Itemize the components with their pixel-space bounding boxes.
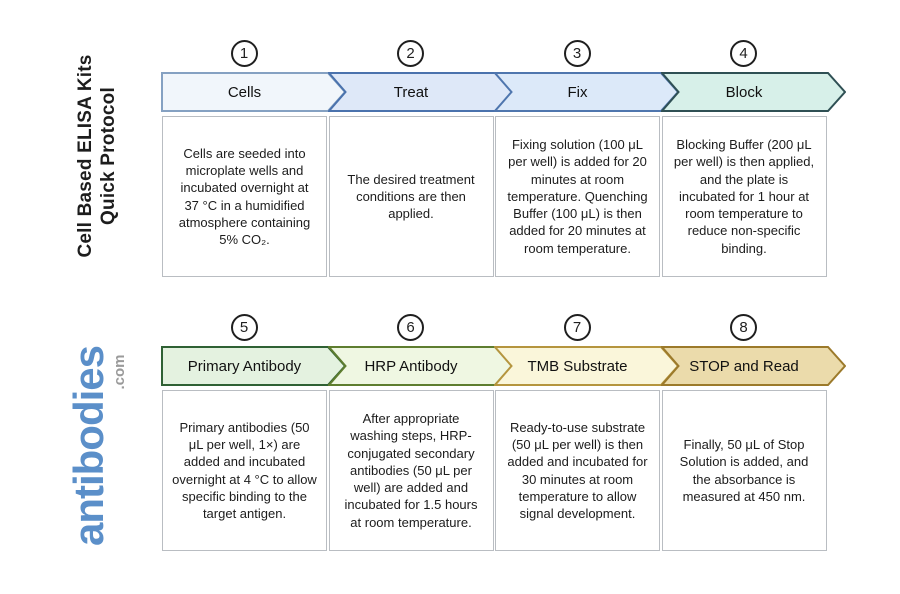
step-description: Fixing solution (100 μL per well) is add…	[507, 137, 648, 256]
step-number: 2	[406, 45, 415, 62]
step-column-5: 5 Primary Antibody Primary antibodies (5…	[161, 314, 346, 552]
step-description-box: Primary antibodies (50 μL per well, 1×) …	[162, 390, 327, 551]
step-number-badge: 2	[397, 40, 424, 67]
step-column-1: 1 Cells Cells are seeded into microplate…	[161, 40, 346, 278]
step-description-box: Finally, 50 μL of Stop Solution is added…	[661, 390, 827, 551]
step-number-badge: 3	[563, 40, 591, 67]
step-column-2: 2 Treat The desired treatment conditions…	[327, 40, 513, 278]
step-column-3: 3 Fix Fixing solution (100 μL per well) …	[494, 40, 679, 278]
step-number-badge: 5	[230, 314, 258, 341]
step-title: Fix	[567, 83, 588, 101]
step-description: Primary antibodies (50 μL per well, 1×) …	[172, 419, 317, 522]
step-number: 1	[239, 45, 249, 62]
step-number-badge: 4	[730, 40, 757, 67]
step-title: Block	[725, 83, 763, 101]
brand-logo-suffix: .com	[111, 354, 128, 390]
step-number-badge: 1	[230, 40, 258, 67]
page-title-line2: Quick Protocol	[98, 87, 119, 225]
step-number: 5	[239, 319, 249, 336]
step-column-4: 4 Block Blocking Buffer (200 μL per well…	[660, 40, 846, 278]
step-number-badge: 8	[730, 314, 757, 341]
step-description-box: Blocking Buffer (200 μL per well) is the…	[661, 116, 827, 277]
step-title: STOP and Read	[689, 357, 799, 375]
step-title: HRP Antibody	[364, 357, 458, 375]
step-description: After appropriate washing steps, HRP-con…	[344, 411, 478, 530]
step-number: 8	[739, 319, 748, 336]
step-number-badge: 7	[563, 314, 591, 341]
step-title: Cells	[227, 83, 262, 101]
step-arrow	[660, 346, 846, 386]
page-title-line1: Cell Based ELISA Kits	[75, 54, 96, 258]
step-description-box: The desired treatment conditions are the…	[328, 116, 494, 277]
step-number: 7	[572, 319, 582, 336]
step-description: Blocking Buffer (200 μL per well) is the…	[673, 137, 815, 256]
step-column-7: 7 TMB Substrate Ready-to-use substrate (…	[494, 314, 679, 552]
step-description: The desired treatment conditions are the…	[347, 171, 475, 222]
step-arrow-shape	[660, 72, 846, 112]
step-column-6: 6 HRP Antibody After appropriate washing…	[327, 314, 513, 552]
step-description-box: Cells are seeded into microplate wells a…	[162, 116, 327, 277]
step-title: Primary Antibody	[187, 357, 302, 375]
step-column-8: 8 STOP and Read Finally, 50 μL of Stop S…	[660, 314, 846, 552]
step-title: Treat	[393, 83, 429, 101]
step-number-badge: 6	[397, 314, 424, 341]
step-description-box: After appropriate washing steps, HRP-con…	[328, 390, 494, 551]
step-description: Finally, 50 μL of Stop Solution is added…	[679, 436, 809, 504]
step-arrow-shape	[660, 346, 846, 386]
step-number: 4	[739, 45, 748, 62]
page-title: Cell Based ELISA Kits Quick Protocol	[74, 41, 120, 271]
step-description: Cells are seeded into microplate wells a…	[178, 145, 311, 248]
brand-logo: antibodies	[65, 345, 112, 547]
step-title: TMB Substrate	[527, 357, 628, 375]
step-description: Ready-to-use substrate (50 μL per well) …	[507, 419, 648, 522]
step-arrow	[660, 72, 846, 112]
step-number: 3	[572, 45, 582, 62]
step-description-box: Fixing solution (100 μL per well) is add…	[495, 116, 660, 277]
step-number: 6	[406, 319, 415, 336]
step-description-box: Ready-to-use substrate (50 μL per well) …	[495, 390, 660, 551]
